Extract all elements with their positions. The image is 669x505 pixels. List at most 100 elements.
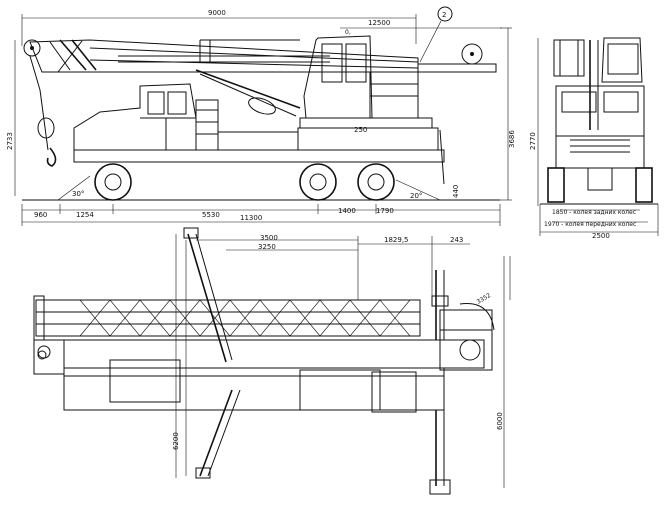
- dim-outrigger-span-1: 3500: [260, 234, 278, 242]
- dim-total-length: 11300: [240, 214, 262, 222]
- cab-plan-circle: [37, 345, 51, 359]
- dim-total-height: 3686: [508, 130, 516, 148]
- luffing-cylinder: [195, 69, 301, 109]
- outrigger-rail: [207, 389, 241, 477]
- dim-tail-radius: 3352: [476, 292, 493, 306]
- boom-tip-brace: [59, 39, 87, 71]
- cab-outline: [303, 35, 373, 119]
- cab-window: [321, 43, 343, 83]
- approach-angle-line: [57, 175, 91, 201]
- cab-window: [345, 43, 367, 83]
- top-winch: [459, 339, 481, 361]
- top-rear-body: [299, 369, 381, 411]
- dim-rear-offset: 243: [450, 236, 463, 244]
- boom-tip-brace: [49, 41, 71, 71]
- front-operator-cab: [601, 37, 643, 83]
- front-boom-head: [553, 39, 585, 77]
- engine-cover: [195, 99, 219, 151]
- departure-angle-line: [395, 179, 441, 201]
- dim-boom-reach: 9000: [208, 9, 226, 17]
- front-outrigger-lower: [199, 389, 233, 477]
- operator-cab: 0,: [303, 29, 373, 119]
- cab-window: [147, 91, 165, 115]
- boom-chord: [89, 59, 419, 69]
- luffing-cylinder-rod: [199, 73, 297, 117]
- front-bumper: [587, 167, 613, 191]
- dim-departure-angle: 20°: [410, 192, 422, 200]
- cab-window: [603, 91, 639, 113]
- boom-tip-brace: [57, 40, 83, 73]
- dim-front-track: 1970 - колея передних колес: [544, 221, 636, 228]
- sheave-hub: [30, 46, 34, 50]
- top-view: 3500 3250 1829,5 243 3352: [33, 227, 511, 495]
- cab-window: [561, 91, 597, 113]
- top-deck: [63, 367, 445, 411]
- hoist-rope: [29, 55, 49, 151]
- hook-plan: [37, 350, 47, 360]
- dim-front-height: 2770: [529, 132, 537, 150]
- front-wheel: [94, 163, 132, 201]
- wheel-hub: [309, 173, 327, 191]
- top-engine: [109, 359, 181, 403]
- dim-rear-track: 1850 - колея задних колес: [552, 209, 636, 216]
- boom-head-sheave: [23, 39, 41, 57]
- boom-lattice: [79, 299, 411, 337]
- rear-outrigger-pad-bottom: [429, 479, 451, 495]
- dim-approach-angle: 30°: [72, 190, 84, 198]
- front-view: 2770 1850 - колея задних колес 1970 - ко…: [529, 37, 659, 240]
- callout-number: 2: [442, 11, 446, 19]
- front-outrigger-pad-bottom: [195, 467, 211, 479]
- dim-outrigger-span-2: 3250: [258, 243, 276, 251]
- dim-front-axle: 1254: [76, 211, 94, 219]
- top-tank: [371, 371, 417, 413]
- hook-block: [37, 117, 55, 139]
- wheel-hub: [367, 173, 385, 191]
- callout-leader: [419, 20, 442, 63]
- front-truck-cab: [555, 85, 645, 137]
- winch-frame: [417, 63, 497, 73]
- dim-rear-overhang: 1790: [376, 207, 394, 215]
- front-outrigger-upper: [187, 233, 227, 363]
- chassis-toolbox: [217, 131, 299, 151]
- side-wheels: [94, 163, 395, 201]
- dim-turntable-height: 250: [354, 126, 367, 134]
- rear-body: [297, 127, 439, 151]
- truck-cab: [73, 83, 219, 151]
- winch-drum: [461, 43, 483, 65]
- front-left-wheel: [547, 167, 565, 203]
- dim-ground-clearance: 440: [452, 185, 460, 198]
- rear-outrigger-leg: [439, 129, 445, 185]
- front-outrigger-pad-top: [183, 227, 199, 239]
- boom-tip-brace: [71, 39, 97, 71]
- truck-cab-outline: [73, 83, 197, 151]
- dim-cab-reach: 12500: [368, 19, 390, 27]
- cab-window: [607, 43, 639, 75]
- drum-hub: [470, 52, 474, 56]
- top-chassis: [63, 339, 485, 369]
- rear-outrigger-pad-top: [431, 295, 449, 307]
- cab-window: [167, 91, 187, 115]
- top-truck-cab: [33, 339, 65, 375]
- dim-outrigger-width-front: 6200: [172, 432, 180, 450]
- dim-rear-outrigger: 1829,5: [384, 236, 409, 244]
- wheel-hub: [104, 173, 122, 191]
- dim-wheelbase: 5530: [202, 211, 220, 219]
- cab-label: 0,: [345, 29, 351, 36]
- counterweight-housing: [369, 71, 419, 119]
- side-view: 9000 12500 2 2733 3686: [6, 6, 516, 226]
- boom-plan-outline: [35, 299, 421, 337]
- top-boom: [33, 295, 421, 341]
- boom-chord: [89, 47, 419, 63]
- rear-wheel-1: [299, 163, 337, 201]
- dim-front-overhang: 960: [34, 211, 47, 219]
- dim-height-boom: 2733: [6, 132, 14, 150]
- dim-rear-axles: 1400: [338, 207, 356, 215]
- crane-hook: [46, 147, 57, 167]
- outrigger-rail: [195, 233, 233, 361]
- chassis-frame: [73, 149, 445, 163]
- rear-wheel-2: [357, 163, 395, 201]
- dim-outrigger-width-rear: 6000: [496, 412, 504, 430]
- tail-swing-arc: [459, 303, 495, 331]
